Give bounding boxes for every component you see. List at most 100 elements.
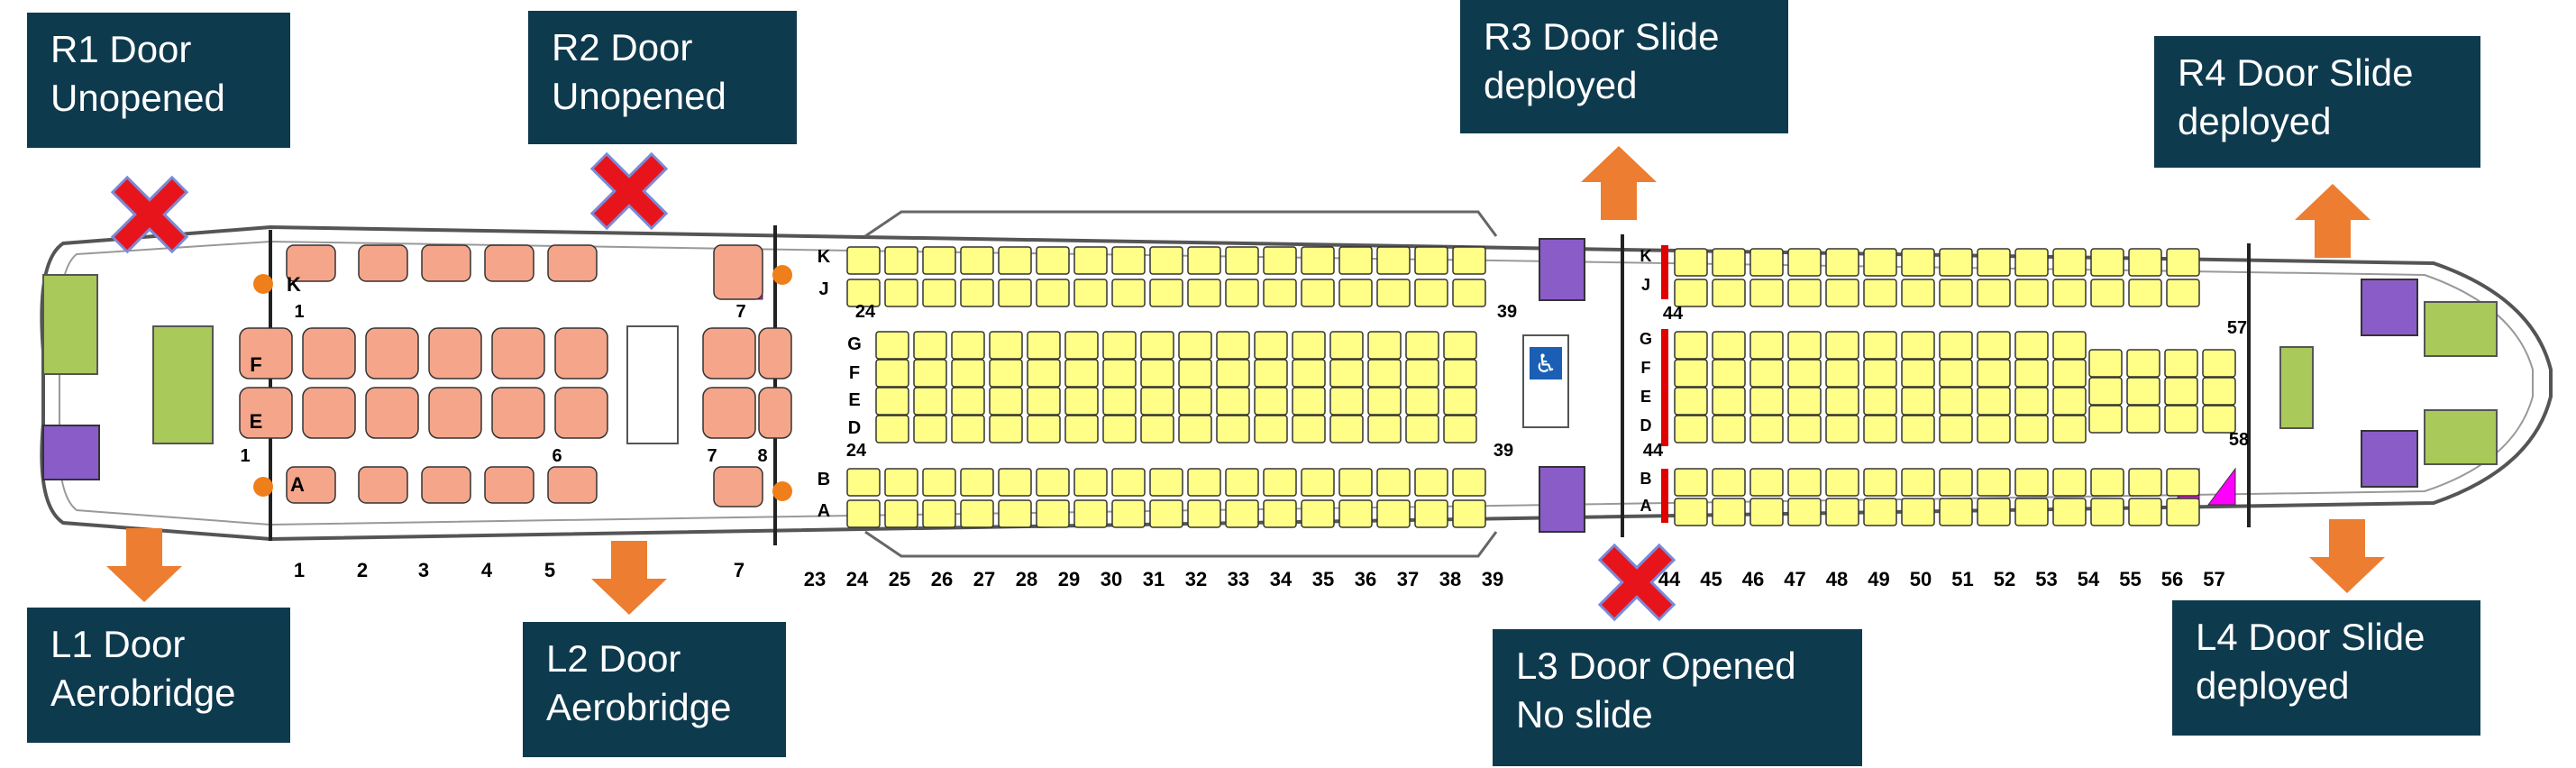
business-seat-e-8	[758, 387, 792, 439]
econ-seat-e-29	[1064, 387, 1099, 416]
callout-r4-line2: deployed	[2178, 100, 2332, 142]
door-light-2	[253, 477, 273, 497]
econ-seat-k-32	[1149, 246, 1183, 275]
econ-seat-d-57	[2164, 405, 2198, 434]
econ-seat-d-24	[875, 415, 909, 443]
econ-seat-k-44	[1674, 248, 1708, 277]
row-number-29: 29	[1058, 568, 1080, 590]
row-number-53: 53	[2035, 568, 2057, 590]
callout-r3: R3 Door Slide deployed	[1460, 0, 1788, 133]
econ-seat-j-48	[1825, 279, 1859, 307]
lavatory-aft-top	[2361, 279, 2418, 336]
econ-seat-e-28	[1027, 387, 1061, 416]
row-number-47: 47	[1784, 568, 1805, 590]
econ-seat-b-55	[2090, 468, 2124, 497]
row-number-32: 32	[1185, 568, 1207, 590]
row-number-38: 38	[1439, 568, 1461, 590]
econ-seat-e-38	[1405, 387, 1439, 416]
business-seat-k-2	[358, 244, 408, 282]
row-number-26: 26	[931, 568, 953, 590]
seat-letter-business-k: K	[287, 273, 301, 296]
econ-seat-a-50	[1901, 498, 1935, 526]
econ-seat-d-34	[1254, 415, 1288, 443]
econ-seat-k-33	[1187, 246, 1221, 275]
row-number-48: 48	[1826, 568, 1848, 590]
econ-seat-g-26	[951, 331, 985, 360]
econ-seat-b-26	[922, 468, 956, 497]
r2-cross-icon	[589, 151, 669, 231]
econ-seat-g-46	[1749, 331, 1784, 360]
callout-l1-line2: Aerobridge	[50, 672, 236, 714]
econ-seat-d-30	[1102, 415, 1137, 443]
row-number-7: 7	[734, 559, 744, 581]
econ-seat-e-34	[1254, 387, 1288, 416]
econ-seat-j-45	[1712, 279, 1746, 307]
econ-seat-f-51	[1939, 359, 1973, 388]
econ-seat-g-51	[1939, 331, 1973, 360]
econ-seat-k-35	[1263, 246, 1297, 275]
label-row44-top: 44	[1663, 304, 1684, 324]
econ-seat-d-51	[1939, 415, 1973, 443]
econ-seat-b-29	[1036, 468, 1070, 497]
business-seat-f-6	[554, 327, 608, 379]
econ-seat-a-30	[1073, 499, 1108, 528]
callout-r1: R1 Door Unopened	[27, 13, 290, 148]
econ-seat-a-24	[846, 499, 881, 528]
econ-seat-e-46	[1749, 387, 1784, 416]
econ-seat-e-54	[2052, 387, 2087, 416]
center-storage	[626, 325, 679, 444]
econ-seat-e-51	[1939, 387, 1973, 416]
econ-seat-f-52	[1977, 359, 2011, 388]
econ-seat-b-46	[1749, 468, 1784, 497]
callout-l4: L4 Door Slide deployed	[2172, 600, 2480, 736]
business-seat-a-5	[547, 466, 598, 504]
galley-forward-left	[42, 274, 98, 375]
row-number-4: 4	[481, 559, 493, 581]
econ-seat-e-57	[2164, 377, 2198, 406]
econ-seat-a-54	[2052, 498, 2087, 526]
econ-seat-k-40	[1452, 246, 1486, 275]
econ-seat-j-32	[1149, 279, 1183, 307]
econ-seat-d-29	[1064, 415, 1099, 443]
row-number-36: 36	[1355, 568, 1376, 590]
econ-seat-g-50	[1901, 331, 1935, 360]
callout-r2: R2 Door Unopened	[528, 11, 797, 144]
econ-seat-d-33	[1216, 415, 1250, 443]
callout-l2-line1: L2 Door	[546, 637, 681, 680]
econ-seat-d-31	[1140, 415, 1174, 443]
econ-seat-f-29	[1064, 359, 1099, 388]
business-seat-a-3	[421, 466, 471, 504]
econ-seat-j-37	[1338, 279, 1373, 307]
econ-seat-j-46	[1749, 279, 1784, 307]
econ-seat-a-37	[1338, 499, 1373, 528]
callout-r4-line1: R4 Door Slide	[2178, 51, 2414, 94]
econ-seat-d-48	[1825, 415, 1859, 443]
callout-r2-line2: Unopened	[552, 75, 726, 117]
row-number-45: 45	[1700, 568, 1722, 590]
business-seat-k-5	[547, 244, 598, 282]
label-row44-mid: 44	[1643, 441, 1664, 461]
seat-letter-exit-f: F	[1641, 359, 1651, 377]
row-number-35: 35	[1312, 568, 1334, 590]
econ-seat-d-32	[1178, 415, 1212, 443]
callout-r4: R4 Door Slide deployed	[2154, 36, 2480, 168]
econ-seat-j-57	[2166, 279, 2200, 307]
econ-seat-d-44	[1674, 415, 1708, 443]
label-row1-top: 1	[294, 302, 304, 322]
econ-seat-e-50	[1901, 387, 1935, 416]
econ-seat-f-50	[1901, 359, 1935, 388]
econ-seat-k-25	[884, 246, 918, 275]
econ-seat-f-45	[1712, 359, 1746, 388]
econ-seat-f-25	[913, 359, 947, 388]
econ-seat-k-45	[1712, 248, 1746, 277]
econ-seat-f-33	[1216, 359, 1250, 388]
seat-letter-econ-b: B	[818, 470, 830, 489]
exit-bar-bottom	[1661, 469, 1668, 523]
business-seat-e-3	[365, 387, 419, 439]
econ-seat-b-34	[1225, 468, 1259, 497]
lavatory-forward	[42, 425, 100, 480]
econ-seat-b-33	[1187, 468, 1221, 497]
econ-seat-k-34	[1225, 246, 1259, 275]
wheelchair-glyph: ♿	[1534, 349, 1557, 379]
econ-seat-b-36	[1301, 468, 1335, 497]
